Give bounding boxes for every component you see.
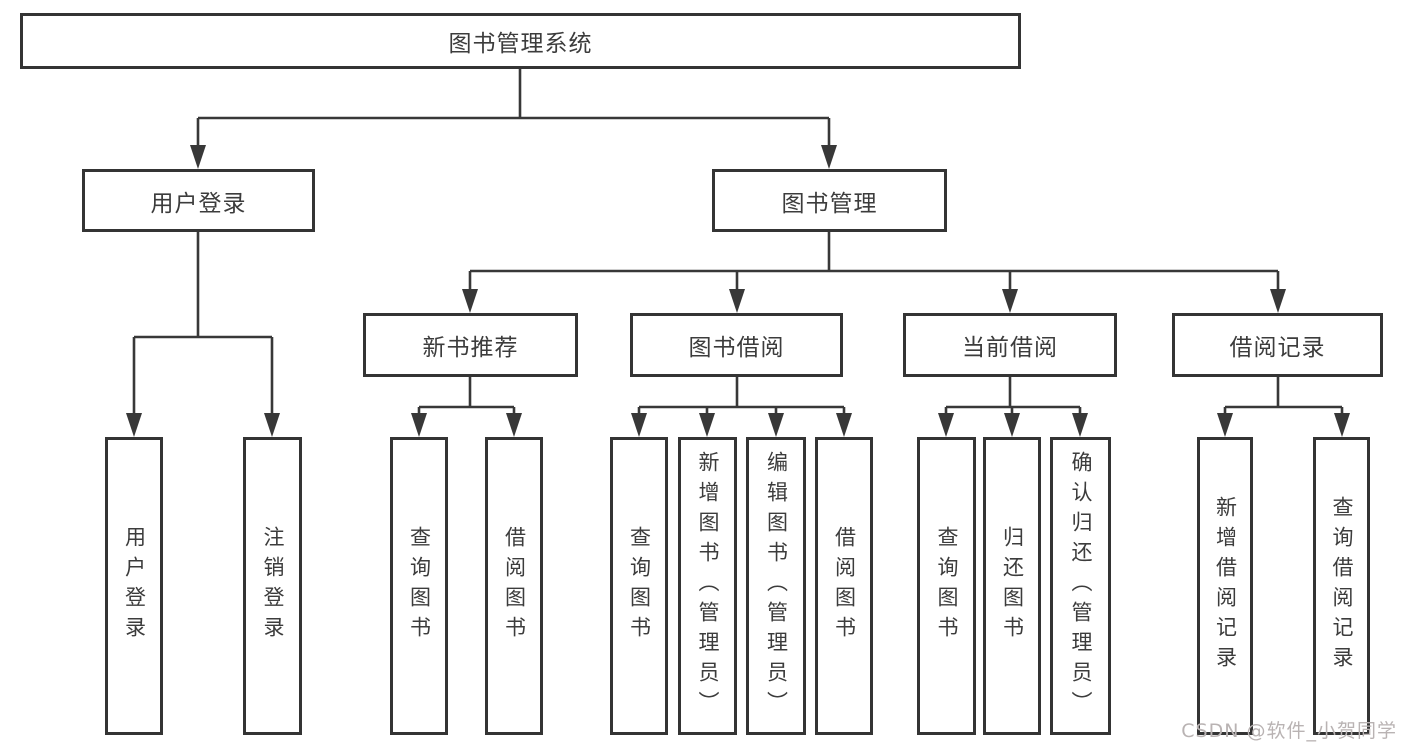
node-current-borrow: 当前借阅 (903, 313, 1117, 377)
leaf-current-return-book: 归还图书 (983, 437, 1041, 735)
node-borrow-records: 借阅记录 (1172, 313, 1383, 377)
node-book-borrow: 图书借阅 (630, 313, 843, 377)
leaf-records-query-borrow-record: 查询借阅记录 (1313, 437, 1370, 735)
node-book-management: 图书管理 (712, 169, 947, 232)
node-new-book-recommend: 新书推荐 (363, 313, 578, 377)
leaf-user-login: 用户登录 (105, 437, 163, 735)
connector-book-borrow-to-leaves (631, 377, 852, 437)
leaf-current-confirm-return-admin: 确认归还（管理员） (1050, 437, 1111, 735)
node-user-login: 用户登录 (82, 169, 315, 232)
leaf-borrow-query-book: 查询图书 (610, 437, 668, 735)
leaf-borrow-borrow-book: 借阅图书 (815, 437, 873, 735)
connector-current-borrow-to-leaves (938, 377, 1088, 437)
connector-user-login-to-leaves (126, 232, 280, 437)
connector-book-management-to-level3 (462, 232, 1286, 313)
leaf-logout-login: 注销登录 (243, 437, 302, 735)
connector-new-book-recommend-to-leaves (411, 377, 522, 437)
connector-borrow-records-to-leaves (1217, 377, 1350, 437)
leaf-recommend-borrow-book: 借阅图书 (485, 437, 543, 735)
node-root-system: 图书管理系统 (20, 13, 1021, 69)
leaf-recommend-query-book: 查询图书 (390, 437, 448, 735)
leaf-records-add-borrow-record: 新增借阅记录 (1197, 437, 1253, 735)
leaf-borrow-edit-book-admin: 编辑图书（管理员） (746, 437, 806, 735)
connector-root-to-level2 (190, 69, 837, 169)
csdn-watermark: CSDN @软件_小贺同学 (1181, 720, 1397, 742)
leaf-current-query-book: 查询图书 (917, 437, 976, 735)
leaf-borrow-add-book-admin: 新增图书（管理员） (678, 437, 737, 735)
